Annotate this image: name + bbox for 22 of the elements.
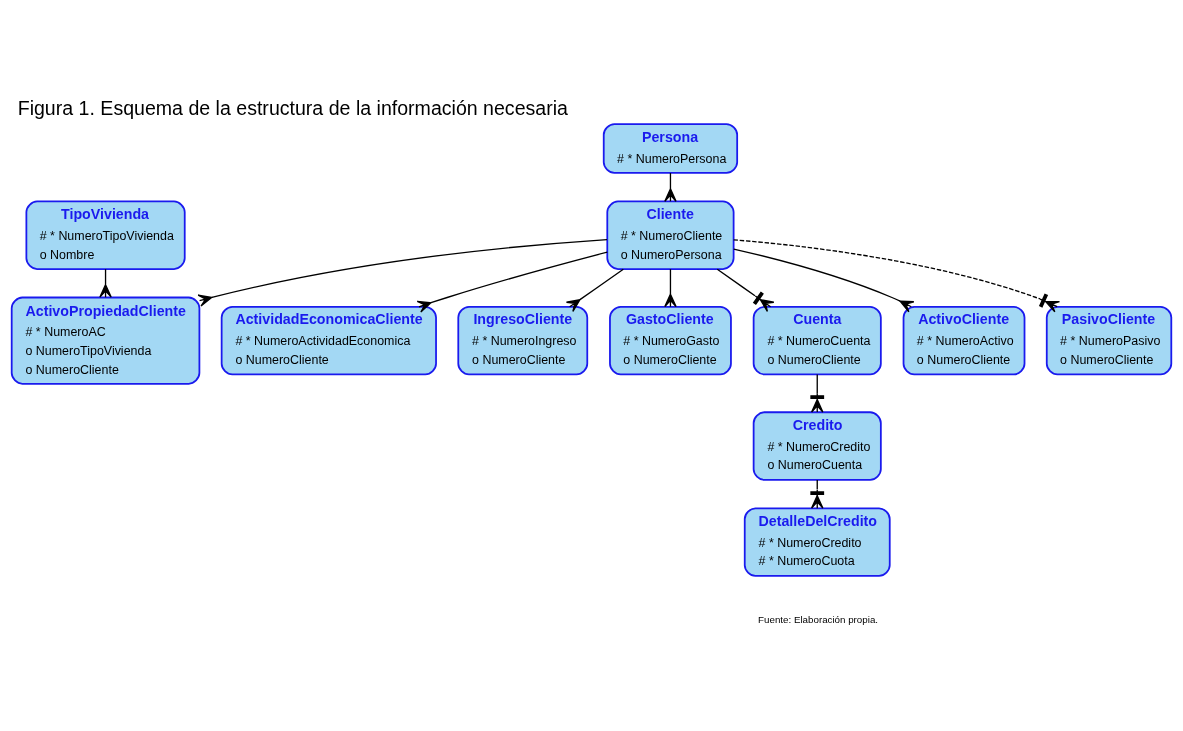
node-box: ActivoPropiedadCliente # * NumeroAC o NumeroTipoVivienda o NumeroCliente	[10, 296, 201, 385]
node-box: IngresoCliente # * NumeroIngreso o NumeroCliente	[457, 305, 589, 375]
node-box: Persona # * NumeroPersona	[602, 122, 739, 174]
node-box: TipoVivienda # * NumeroTipoVivienda o Nombre	[25, 200, 186, 270]
node-box: Cuenta # * NumeroCuenta o NumeroCliente	[752, 305, 882, 375]
node-box: GastoCliente # * NumeroGasto o NumeroCliente	[609, 305, 732, 375]
node-box: ActividadEconomicaCliente # * NumeroActividadEconomica o NumeroCliente	[220, 305, 437, 375]
connector	[197, 238, 608, 307]
connector	[664, 268, 677, 307]
connector	[416, 250, 608, 313]
caption: Fuente: Elaboración propia.	[758, 613, 879, 625]
connector	[810, 373, 825, 413]
node-box: PasivoCliente # * NumeroPasivo o NumeroCliente	[1045, 305, 1173, 375]
node-box: ActivoCliente # * NumeroActivo o NumeroCliente	[902, 305, 1026, 375]
node-box: Cliente # * NumeroCliente o NumeroPersona	[606, 200, 735, 270]
connector	[733, 247, 915, 312]
diagram-title: Figura 1. Esquema de la estructura de la información necesaria	[17, 96, 568, 119]
connector	[716, 268, 775, 312]
node-box: Credito # * NumeroCredito o NumeroCuenta	[752, 410, 882, 481]
connector	[732, 238, 1061, 312]
node-box: DetalleDelCredito # * NumeroCredito # * NumeroCuota	[743, 506, 891, 577]
connector	[565, 268, 624, 312]
